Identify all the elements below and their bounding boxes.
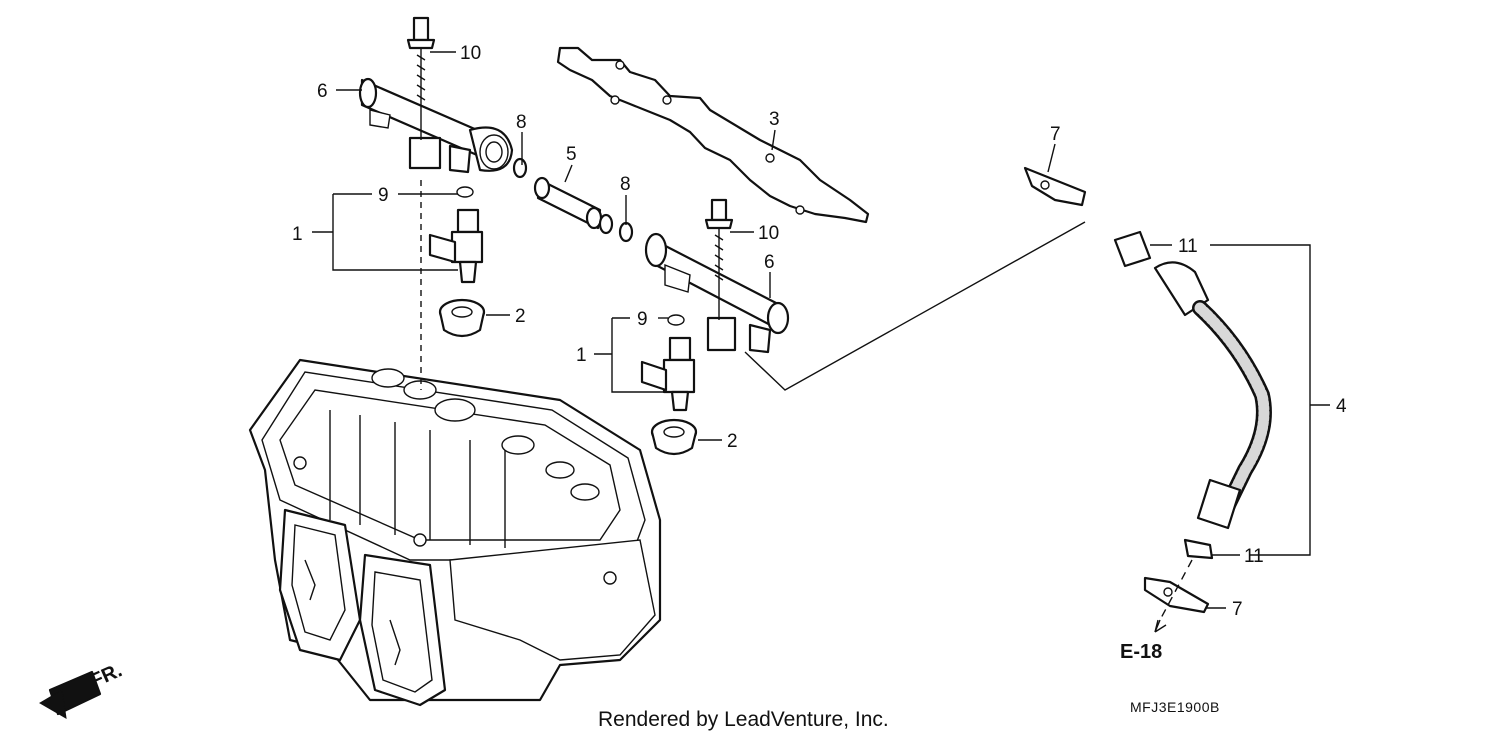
seal-left	[438, 298, 486, 338]
callout-3: 3	[769, 109, 780, 130]
throttle-body	[248, 358, 662, 707]
bolt-right	[704, 198, 734, 320]
callout-10-right: 10	[758, 223, 779, 244]
mounting-plate	[556, 46, 870, 224]
callout-8-upper: 8	[516, 112, 527, 133]
callout-9-left: 9	[378, 185, 389, 206]
callout-10-left: 10	[460, 43, 481, 64]
injector-right	[640, 314, 696, 412]
leader-lines	[312, 51, 1330, 609]
clip-top	[1023, 166, 1087, 207]
reference-arrow	[1154, 619, 1167, 633]
callout-9-right: 9	[637, 309, 648, 330]
fuel-rail-left	[358, 77, 514, 174]
callout-7-top: 7	[1050, 124, 1061, 145]
callout-8-lower: 8	[620, 174, 631, 195]
injector-left	[420, 180, 484, 390]
callout-6-right: 6	[764, 252, 775, 273]
routing-line	[744, 221, 1086, 391]
joint-pipe	[512, 157, 634, 243]
callout-6-left: 6	[317, 81, 328, 102]
clip-bottom	[1143, 576, 1210, 614]
callout-7-bottom: 7	[1232, 599, 1243, 620]
bolt-left	[406, 16, 436, 140]
render-credit: Rendered by LeadVenture, Inc.	[598, 708, 889, 731]
fuel-hose	[1113, 230, 1272, 560]
callout-5: 5	[566, 144, 577, 165]
callout-4: 4	[1336, 396, 1347, 417]
callout-1-left: 1	[292, 224, 303, 245]
callout-2-right: 2	[727, 431, 738, 452]
callout-11-bottom: 11	[1244, 546, 1264, 567]
seal-right	[650, 418, 698, 456]
callout-2-left: 2	[515, 306, 526, 327]
direction-label: FR.	[87, 659, 125, 692]
diagram-code: MFJ3E1900B	[1130, 699, 1220, 715]
front-direction-arrow	[39, 670, 102, 719]
fuel-rail-right	[644, 232, 790, 354]
callout-1-right: 1	[576, 345, 587, 366]
callout-11-top: 11	[1178, 236, 1198, 257]
reference-label: E-18	[1120, 641, 1162, 663]
reference-leader	[1159, 559, 1193, 621]
